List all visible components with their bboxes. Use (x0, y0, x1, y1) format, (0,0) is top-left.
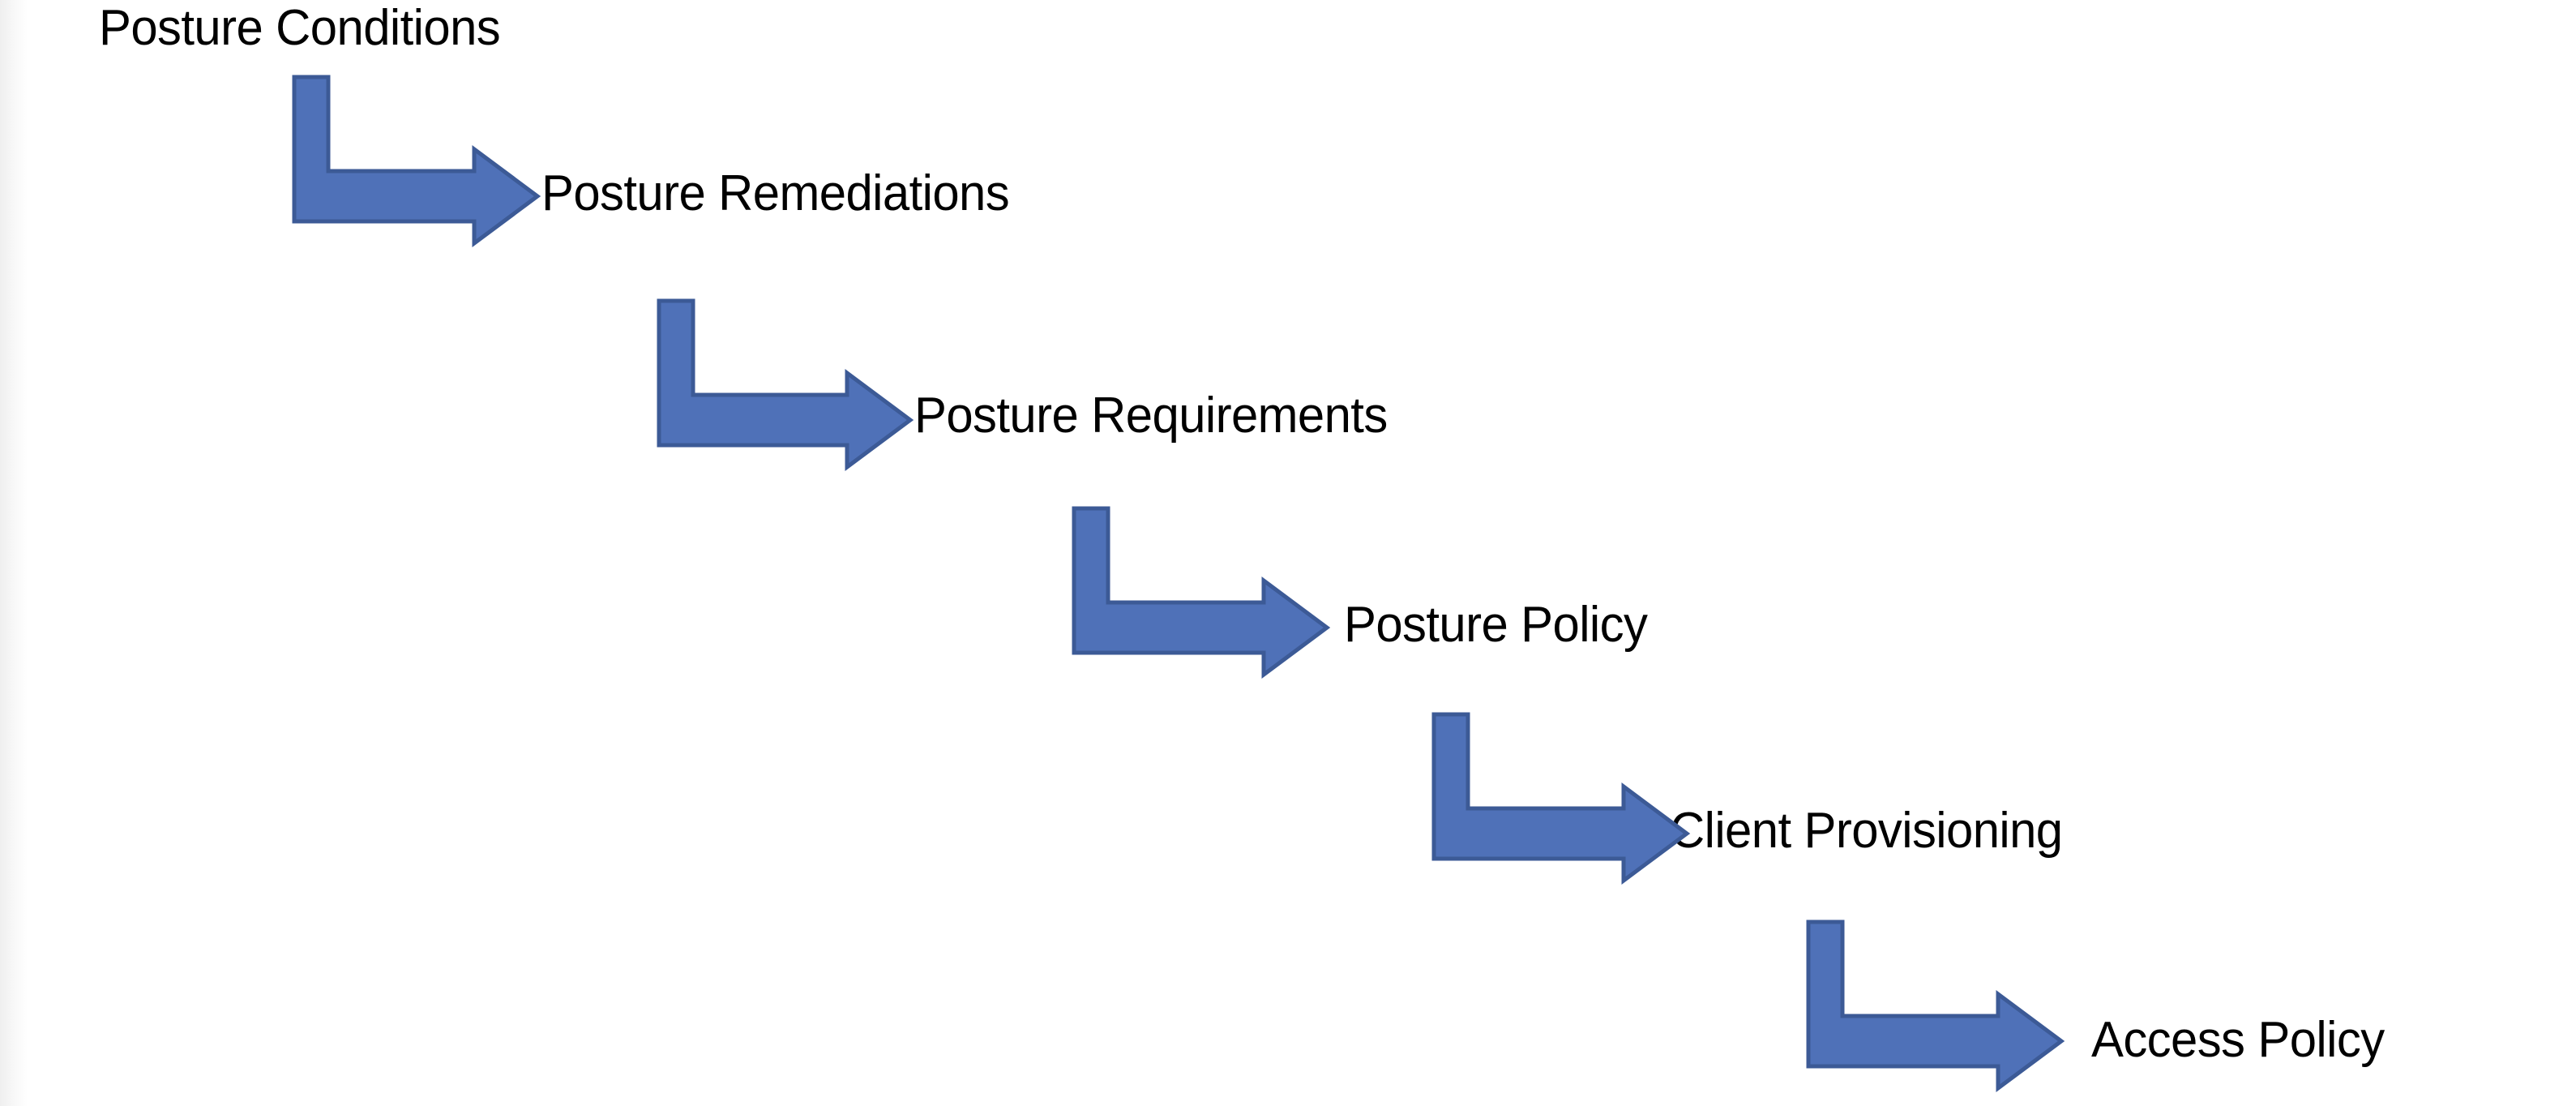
node-label-client-provisioning: Client Provisioning (1670, 803, 2063, 859)
bent-arrow-path (1072, 506, 1331, 679)
node-label-access-policy: Access Policy (2091, 1012, 2385, 1068)
left-edge-gradient (0, 0, 28, 1106)
node-label-posture-conditions: Posture Conditions (99, 0, 501, 56)
bent-arrow-shape (1072, 506, 1331, 679)
bent-arrow-path (1806, 920, 2065, 1092)
bent-arrow-down-right-icon-3 (1072, 506, 1331, 679)
node-label-posture-policy: Posture Policy (1344, 597, 1648, 653)
node-label-posture-remediations: Posture Remediations (541, 165, 1010, 221)
bent-arrow-down-right-icon-4 (1431, 712, 1691, 885)
bent-arrow-path (657, 298, 914, 471)
bent-arrow-down-right-icon-1 (292, 75, 541, 247)
bent-arrow-shape (657, 298, 914, 471)
bent-arrow-path (1431, 712, 1691, 885)
bent-arrow-shape (1431, 712, 1691, 885)
bent-arrow-down-right-icon-2 (657, 298, 914, 471)
node-label-posture-requirements: Posture Requirements (914, 388, 1388, 444)
bent-arrow-shape (292, 75, 541, 247)
bent-arrow-down-right-icon-5 (1806, 920, 2065, 1092)
bent-arrow-shape (1806, 920, 2065, 1092)
bent-arrow-path (292, 75, 541, 247)
